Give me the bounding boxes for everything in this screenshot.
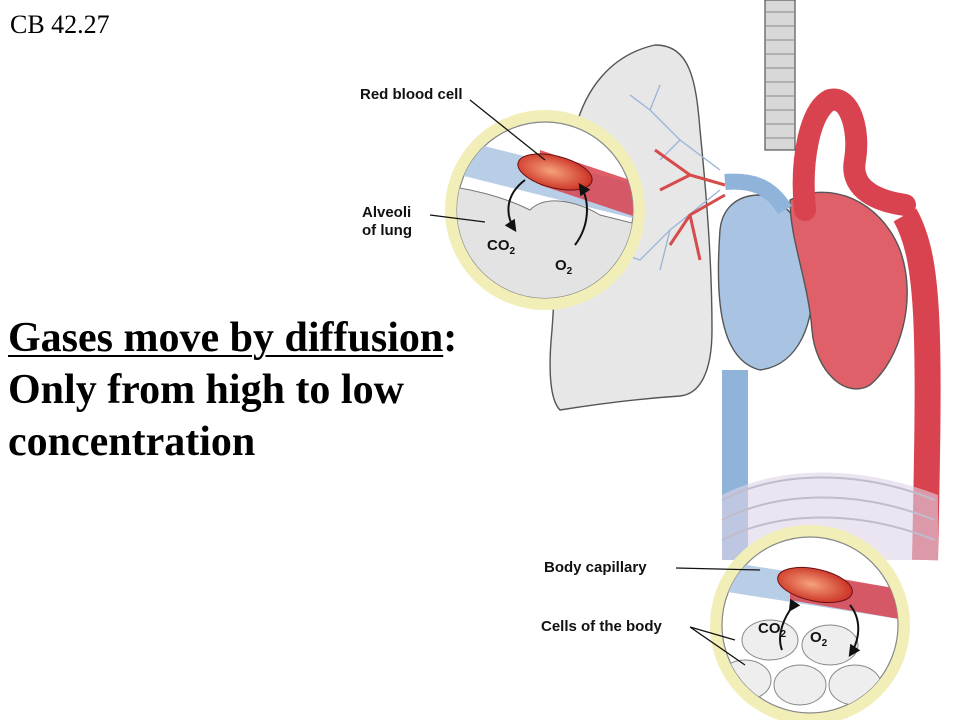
label-alveoli: Alveoli of lung — [362, 204, 412, 240]
body-o2-label: O2 — [810, 629, 828, 649]
pulmonary-vessels — [654, 148, 726, 261]
label-cells-of-body: Cells of the body — [541, 618, 662, 635]
heading-line-3: concentration — [8, 419, 256, 465]
slide-reference: CB 42.27 — [10, 10, 110, 39]
aorta — [792, 88, 916, 221]
trachea — [764, 0, 796, 151]
body-inset: CO2 O2 — [710, 525, 910, 720]
heart-left-side — [789, 191, 908, 390]
heading-underlined: Gases move by diffusion — [8, 315, 444, 361]
label-alveoli-line1: Alveoli — [362, 204, 412, 221]
heading-colon: : — [443, 315, 458, 361]
label-body-capillary: Body capillary — [544, 559, 647, 576]
label-red-blood-cell: Red blood cell — [360, 86, 463, 103]
artery-out — [893, 208, 941, 561]
heading-line-2: Only from high to low — [8, 367, 404, 413]
trachea-rings — [765, 11, 795, 139]
lung-inset: CO2 O2 — [445, 110, 645, 310]
lung-o2-label: O2 — [555, 257, 573, 277]
pulmonary-artery — [724, 173, 792, 215]
label-alveoli-line2: of lung — [362, 222, 412, 239]
lung-co2-label: CO2 — [487, 237, 516, 257]
slide-heading: Gases move by diffusion: Only from high … — [8, 312, 568, 468]
body-co2-label: CO2 — [758, 620, 787, 640]
leader-lines — [429, 99, 761, 666]
